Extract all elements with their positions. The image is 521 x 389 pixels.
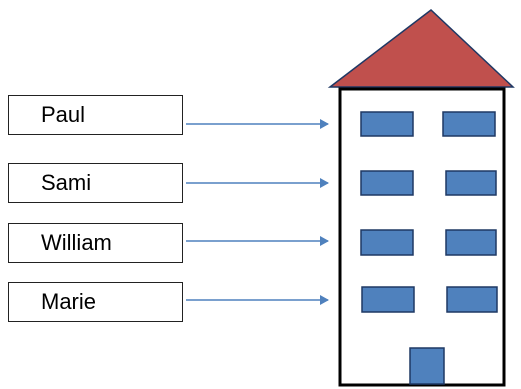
window [360, 170, 414, 196]
window [445, 229, 497, 256]
name-label: William [41, 230, 112, 255]
window [360, 229, 414, 256]
name-label: Sami [41, 170, 92, 195]
roof [327, 9, 515, 88]
name-box-william: William [8, 223, 183, 263]
window [446, 286, 498, 313]
name-label: Marie [41, 289, 97, 314]
window [361, 286, 415, 313]
name-box-marie: Marie [8, 282, 183, 322]
window [360, 111, 414, 137]
window [442, 111, 496, 137]
name-box-paul: Paul [8, 95, 183, 135]
window [445, 170, 497, 196]
name-label: Paul [41, 102, 86, 127]
door [409, 347, 445, 385]
name-box-sami: Sami [8, 163, 183, 203]
